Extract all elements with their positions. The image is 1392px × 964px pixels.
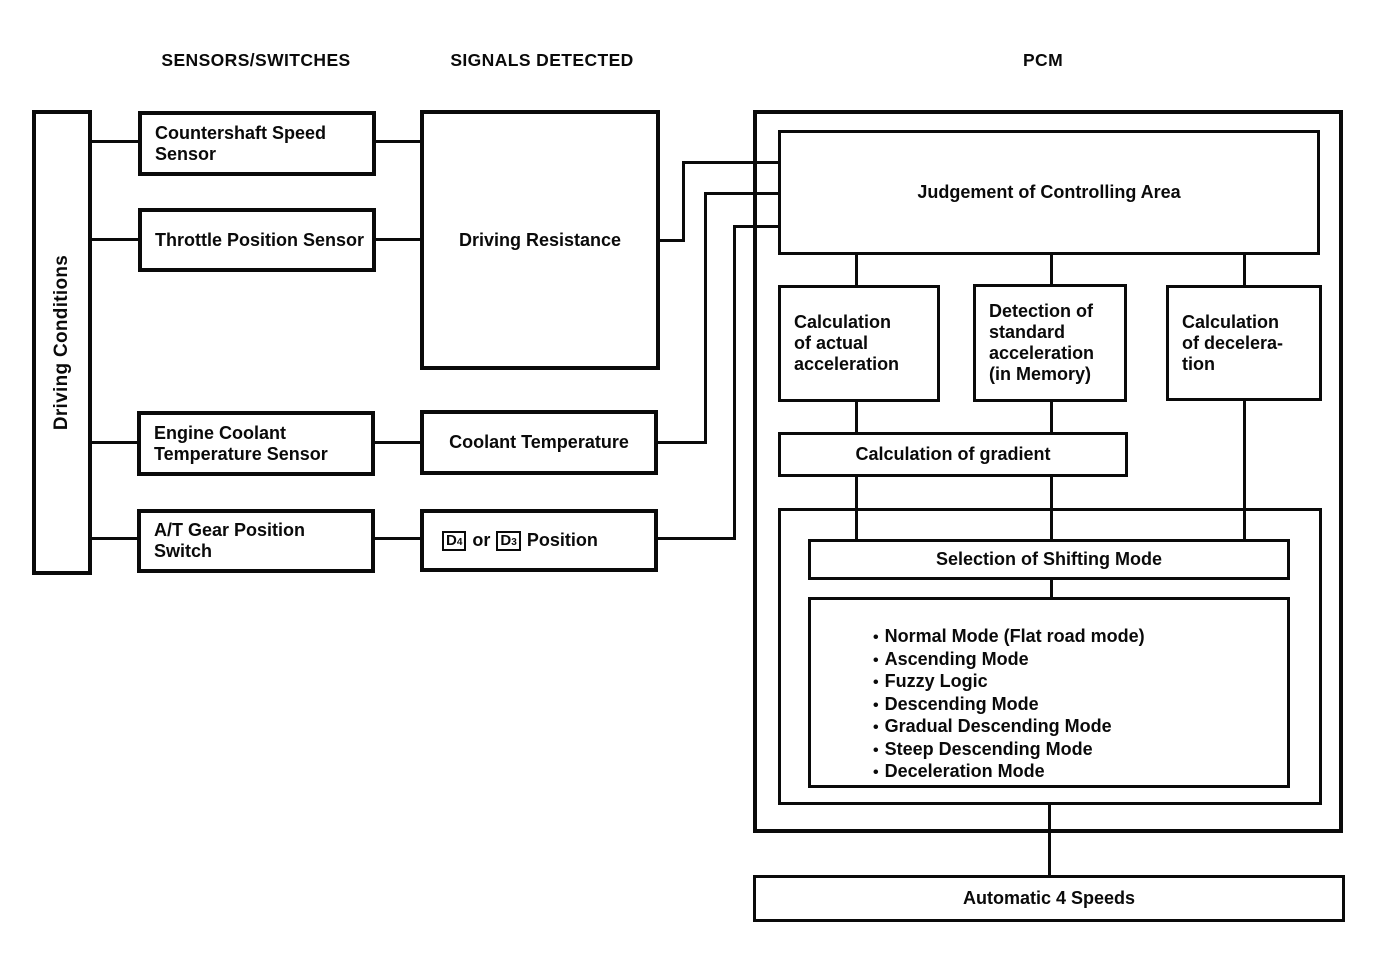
bullet-icon: • <box>873 741 879 759</box>
connector-judgement-actual <box>855 255 858 285</box>
mode-item: •Deceleration Mode <box>873 761 1281 784</box>
connector-actual-gradient <box>855 402 858 432</box>
connector-dc-throttle <box>92 238 138 241</box>
sensor-label: Countershaft Speed Sensor <box>155 122 327 164</box>
calc-decel-line: of decelera- <box>1182 332 1284 353</box>
connector-dc-gear <box>92 537 137 540</box>
column-header-signals: SIGNALS DETECTED <box>450 50 634 70</box>
connector-coolant-sensor-signal <box>375 441 420 444</box>
calc-decel-line: Calculation <box>1182 311 1280 332</box>
detection-line: (in Memory) <box>989 364 1092 384</box>
bullet-icon: • <box>873 764 879 781</box>
connector-resistance-judgement <box>682 161 778 164</box>
detection-line: Detection of <box>989 301 1094 321</box>
detection-line: acceleration <box>989 343 1095 363</box>
automatic-4-speeds-box: Automatic 4 Speeds <box>753 875 1345 922</box>
sensor-box-gear-position: A/T Gear Position Switch <box>137 509 375 573</box>
calc-gradient-box: Calculation of gradient <box>778 432 1128 477</box>
sensor-box-countershaft: Countershaft Speed Sensor <box>138 111 376 176</box>
signal-box-coolant-temperature: Coolant Temperature <box>420 410 658 475</box>
detection-line: standard <box>989 322 1066 342</box>
sensor-box-coolant: Engine Coolant Temperature Sensor <box>137 411 375 476</box>
output-label: Automatic 4 Speeds <box>962 888 1136 908</box>
detection-standard-acceleration-box: Detection of standard acceleration (in M… <box>973 284 1127 402</box>
connector-resistance-out <box>660 239 685 242</box>
modes-list-box: •Normal Mode (Flat road mode) •Ascending… <box>808 597 1290 788</box>
judgement-label: Judgement of Controlling Area <box>917 182 1181 202</box>
connector-judgement-decel <box>1243 255 1246 285</box>
bullet-icon: • <box>873 651 879 669</box>
connector-gear-up <box>733 225 736 540</box>
connector-detection-gradient <box>1050 402 1053 432</box>
bullet-icon: • <box>873 719 879 736</box>
gradient-label: Calculation of gradient <box>855 444 1051 464</box>
calc-actual-acceleration-box: Calculation of actual acceleration <box>778 285 940 402</box>
or-text: or <box>472 530 491 550</box>
column-header-pcm: PCM <box>1022 50 1064 70</box>
signal-label: Driving Resistance <box>458 229 622 250</box>
mode-item: •Ascending Mode <box>873 649 1281 672</box>
calc-actual-line: Calculation <box>794 312 892 332</box>
connector-coolant-out <box>658 441 707 444</box>
calc-actual-line: of actual <box>794 333 869 353</box>
connector-decel-selection <box>1243 401 1246 539</box>
column-header-sensors: SENSORS/SWITCHES <box>161 50 351 70</box>
mode-item: •Steep Descending Mode <box>873 739 1281 762</box>
connector-countershaft-resistance <box>376 140 420 143</box>
signal-label: Coolant Temperature <box>449 432 629 452</box>
bullet-icon: • <box>873 629 879 646</box>
mode-item: •Fuzzy Logic <box>873 671 1281 694</box>
calc-actual-line: acceleration <box>794 354 900 374</box>
signal-box-driving-resistance: Driving Resistance <box>420 110 660 370</box>
mode-item: •Normal Mode (Flat road mode) <box>873 626 1281 649</box>
judgement-box: Judgement of Controlling Area <box>778 130 1320 255</box>
connector-dc-countershaft <box>92 140 138 143</box>
driving-conditions-box: Driving Conditions <box>32 110 92 575</box>
sensor-box-throttle: Throttle Position Sensor <box>138 208 376 272</box>
connector-pcm-output <box>1048 805 1051 875</box>
selection-label: Selection of Shifting Mode <box>936 549 1162 569</box>
mode-item: •Gradual Descending Mode <box>873 716 1281 739</box>
connector-throttle-resistance <box>376 238 420 241</box>
connector-gradient-selection-left <box>855 477 858 539</box>
connector-coolant-judgement <box>704 192 778 195</box>
position-text: Position <box>526 530 598 550</box>
connector-selection-modes <box>1050 580 1053 597</box>
sensor-label: A/T Gear Position Switch <box>154 520 306 561</box>
selection-shifting-mode-box: Selection of Shifting Mode <box>808 539 1290 580</box>
connector-resistance-up <box>682 161 685 242</box>
connector-gear-judgement <box>733 225 778 228</box>
bullet-icon: • <box>873 674 879 691</box>
connector-dc-coolant <box>92 441 137 444</box>
driving-conditions-label: Driving Conditions <box>51 254 73 431</box>
connector-coolant-up <box>704 192 707 444</box>
calc-decel-line: tion <box>1182 353 1215 374</box>
connector-gear-out <box>658 537 736 540</box>
calc-deceleration-box: Calculation of decelera- tion <box>1166 285 1322 401</box>
sensor-label: Engine Coolant Temperature Sensor <box>154 422 328 464</box>
bullet-icon: • <box>873 696 879 714</box>
sensor-label: Throttle Position Sensor <box>155 229 365 250</box>
connector-judgement-detection <box>1050 255 1053 285</box>
connector-gear-switch-signal <box>375 537 420 540</box>
connector-gradient-selection-mid <box>1050 477 1053 539</box>
mode-item: •Descending Mode <box>873 694 1281 717</box>
